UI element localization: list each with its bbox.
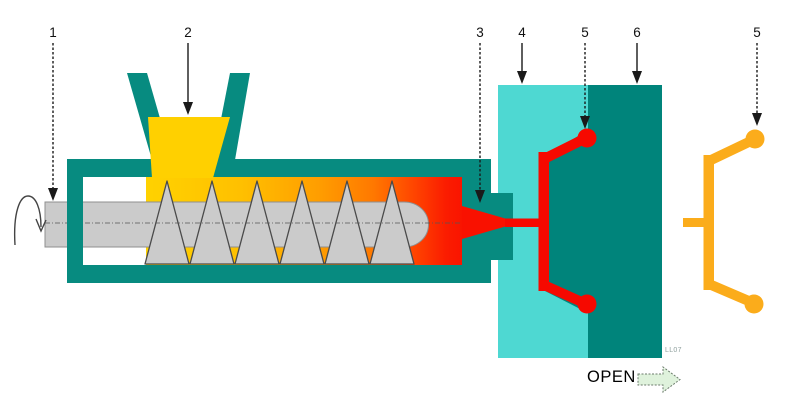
callout-label-mold-fixed: 4 [518,25,526,40]
ejected-part [683,129,765,314]
callout-label-ejected-part: 5 [753,25,761,40]
callout-label-mold-moving: 6 [633,25,641,40]
callout-arrow-mold-fixed [517,43,527,84]
nozzle-melt-cone [462,206,507,239]
open-label: OPEN [587,368,636,386]
callout-arrow-screw [48,43,58,201]
mold-cavity-step [545,130,588,313]
hopper [127,73,250,178]
screw-shaft [44,201,430,248]
barrel [67,159,491,283]
callout-arrow-hopper [183,43,193,115]
molded-part [505,128,597,314]
callout-arrow-mold-moving [632,43,642,84]
callout-label-screw: 1 [49,25,57,40]
mold-moving-half [588,85,662,358]
callout-label-nozzle: 3 [476,25,484,40]
callout-label-hopper: 2 [184,25,192,40]
callout-arrow-nozzle [475,43,485,203]
figure-code: LL07 [665,347,682,354]
open-direction-arrow-icon [637,366,681,393]
callout-arrows [48,43,762,203]
callout-arrow-part-in-mold [580,43,590,129]
callout-arrow-ejected-part [752,43,762,126]
rotation-arrow-icon [13,195,47,246]
callout-label-part-in-mold: 5 [581,25,589,40]
hopper-material [148,117,230,178]
